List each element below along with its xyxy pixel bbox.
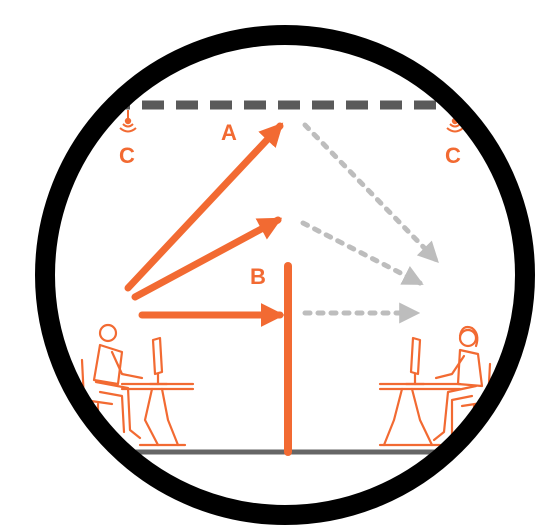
label-b: B [250,264,266,289]
sound-path-middle-arrow [131,216,283,301]
reflected-path-ceiling [302,122,439,264]
sound-path-ceiling-arrow [124,122,284,292]
reflected-path-middle [300,220,424,286]
label-a: A [221,120,237,145]
label-c-left: C [119,143,135,168]
ceiling-sensor-left-icon [119,110,137,133]
label-c-right: C [445,143,461,168]
lens-ring [35,25,535,525]
